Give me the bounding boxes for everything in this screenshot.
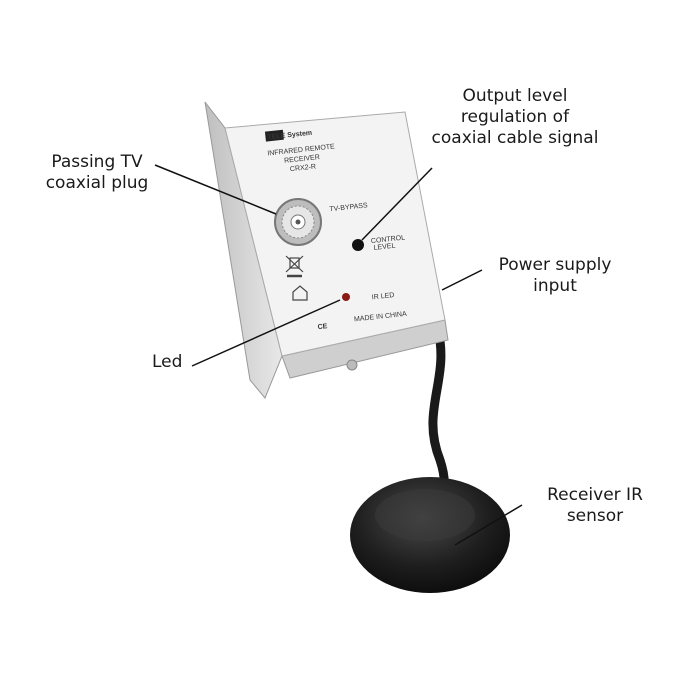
leader-output: [361, 167, 433, 241]
weee-bin-icon: [285, 255, 304, 278]
screw: [346, 359, 358, 371]
brand-logo: [264, 129, 284, 142]
puck-highlight: [375, 489, 475, 541]
control-level-knob: [352, 239, 364, 251]
annotation-coax-plug: Passing TV coaxial plug: [22, 152, 172, 194]
device-line2: RECEIVER: [284, 154, 320, 165]
control-label: CONTROL: [371, 235, 406, 246]
leader-sensor: [454, 504, 523, 546]
brand-text: TELE System: [267, 130, 312, 142]
annotation-line: sensor: [566, 506, 624, 526]
annotation-output-level: Output level regulation of coaxial cable…: [415, 86, 615, 149]
annotation-line: Output level: [462, 86, 568, 106]
annotation-line: Receiver IR: [547, 485, 643, 505]
annotation-ir-sensor: Receiver IR sensor: [535, 485, 655, 527]
leader-led: [191, 299, 341, 367]
ir-led-label: IR LED: [372, 292, 395, 301]
annotation-line: coaxial cable signal: [431, 128, 599, 148]
annotation-led: Led: [152, 352, 183, 372]
ce-mark: CE: [317, 323, 328, 331]
annotation-line: regulation of: [460, 107, 570, 127]
annotation-line: input: [533, 276, 577, 296]
annotation-line: Passing TV: [51, 152, 143, 172]
indoor-use-icon: [292, 285, 308, 301]
device-side-panel: [204, 101, 283, 399]
device-front-face: [224, 111, 446, 357]
annotation-power-supply: Power supply input: [485, 255, 625, 297]
leader-power: [441, 269, 483, 291]
level-label: LEVEL: [373, 243, 396, 252]
coaxial-plug: [274, 198, 322, 246]
leader-coax: [154, 164, 277, 215]
device-model: CRX2-R: [290, 164, 317, 174]
annotation-line: Power supply: [498, 255, 612, 275]
leader-lines: [154, 164, 523, 546]
ir-led: [342, 293, 350, 301]
tv-bypass-label: TV-BYPASS: [329, 202, 368, 213]
annotation-line: coaxial plug: [45, 173, 149, 193]
